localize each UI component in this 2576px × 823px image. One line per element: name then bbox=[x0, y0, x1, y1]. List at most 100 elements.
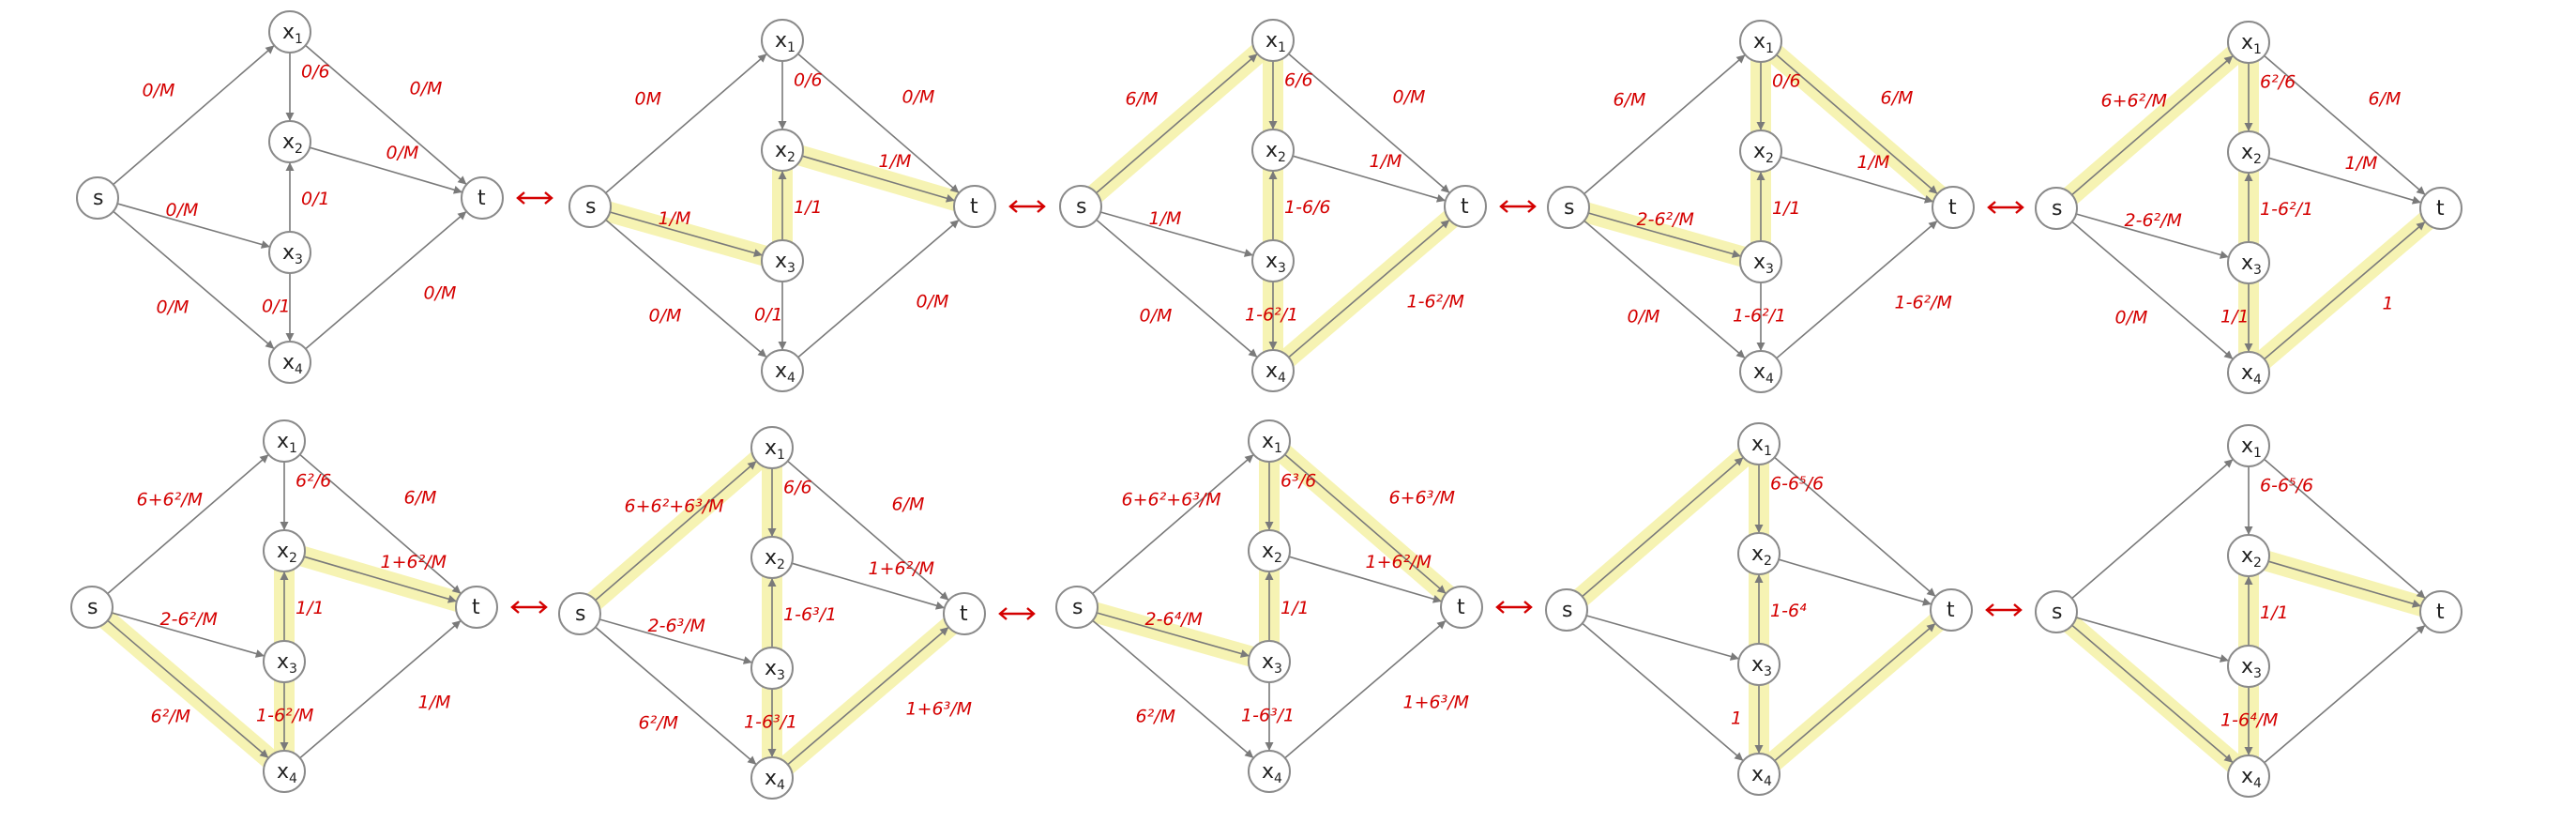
edge-s-x1 bbox=[2071, 54, 2234, 196]
node-label: x1 bbox=[2241, 31, 2262, 57]
node-label-main: x bbox=[277, 650, 289, 674]
node-label: x1 bbox=[1265, 29, 1286, 55]
arrowhead-s-x1 bbox=[1735, 54, 1746, 64]
edge-x4-t bbox=[1288, 219, 1450, 358]
edge-label-x3-x2: 1/1 bbox=[794, 197, 823, 218]
node-x3: x3 bbox=[1248, 640, 1291, 683]
edge-label-x3-x2: 1-6⁴ bbox=[1770, 601, 1807, 621]
node-label-main: x bbox=[277, 760, 289, 784]
arrowhead-x4-t bbox=[949, 220, 960, 229]
node-circle bbox=[70, 586, 114, 629]
node-x2: x2 bbox=[1737, 532, 1780, 575]
node-x3: x3 bbox=[2227, 645, 2270, 688]
edge-x4-t bbox=[299, 619, 462, 759]
arrowhead-x2-t bbox=[1432, 594, 1442, 603]
arrowhead-x1-t bbox=[2416, 186, 2426, 195]
edge-s-x4 bbox=[605, 219, 767, 358]
edge-group bbox=[107, 453, 462, 759]
edge-label-x1-t: 0/M bbox=[1393, 87, 1426, 108]
arrowhead-x1-x2 bbox=[2244, 123, 2253, 131]
node-circle bbox=[263, 529, 306, 572]
edge-s-x3 bbox=[599, 618, 753, 663]
arrow-head-left bbox=[1987, 201, 1996, 214]
node-label-sub: 2 bbox=[1764, 554, 1772, 569]
edge-x4-t bbox=[2264, 221, 2426, 360]
node-circle bbox=[268, 231, 311, 274]
arrowhead-s-x1 bbox=[1734, 457, 1744, 466]
node-label-main: x bbox=[775, 29, 787, 53]
edge-label-x4-t: 1 bbox=[2383, 294, 2394, 314]
edge-x2-t bbox=[303, 556, 458, 602]
arrowhead-x1-t bbox=[2416, 589, 2426, 599]
edge-label-group: 6-6⁵/61-6⁴1 bbox=[1731, 474, 1824, 729]
node-x3: x3 bbox=[1739, 240, 1782, 283]
edge-label-x3-x2: 1/1 bbox=[1280, 598, 1310, 618]
edge-label-x1-t: 6+6³/M bbox=[1389, 488, 1456, 509]
node-label-sub: 3 bbox=[777, 668, 785, 683]
equivalence-arrow-7 bbox=[998, 607, 1036, 620]
node-circle bbox=[1545, 588, 1588, 632]
node-x4: x4 bbox=[1251, 349, 1295, 392]
edge-s-x4 bbox=[107, 619, 269, 759]
edge-label-x1-x2: 0/6 bbox=[1772, 71, 1801, 92]
node-label-main: x bbox=[2241, 765, 2253, 788]
node-circle bbox=[1251, 129, 1295, 172]
node-x1: x1 bbox=[1248, 419, 1291, 463]
node-label: t bbox=[960, 602, 968, 626]
node-label-main: t bbox=[2436, 601, 2445, 624]
edge-x1-t bbox=[305, 44, 467, 186]
arrow-head-left bbox=[516, 191, 525, 205]
arrowhead-x1-t bbox=[1926, 587, 1936, 597]
edge-x2-t bbox=[1778, 558, 1932, 605]
node-label-sub: 1 bbox=[1278, 40, 1286, 55]
node-label-main: t bbox=[477, 187, 486, 210]
arrow-head-right bbox=[544, 191, 553, 205]
node-label: x2 bbox=[277, 540, 297, 566]
edge-label-s-x4: 6²/M bbox=[1136, 707, 1176, 727]
node-label-sub: 2 bbox=[1274, 551, 1282, 566]
node-label: x1 bbox=[2241, 434, 2262, 461]
node-label: t bbox=[1457, 596, 1465, 619]
arrowhead-x2-t bbox=[934, 601, 945, 610]
node-circle bbox=[1739, 20, 1782, 63]
arrow-head-right bbox=[1523, 601, 1533, 614]
edge-label-x1-x2: 6²/6 bbox=[2260, 72, 2296, 93]
node-x1: x1 bbox=[1251, 19, 1295, 62]
edge-label-s-x1: 6+6²+6³/M bbox=[625, 496, 724, 517]
node-x1: x1 bbox=[268, 10, 311, 53]
node-label-main: x bbox=[2241, 434, 2253, 458]
node-label-sub: 4 bbox=[1274, 771, 1282, 786]
edge-label-x1-x2: 6-6⁵/6 bbox=[2260, 476, 2313, 496]
node-x4: x4 bbox=[761, 349, 804, 392]
arrowhead-x3-x2 bbox=[285, 162, 295, 171]
node-label-main: x bbox=[2241, 251, 2253, 275]
node-label-sub: 1 bbox=[777, 448, 785, 463]
node-x4: x4 bbox=[750, 756, 794, 800]
node-label-main: x bbox=[1751, 653, 1764, 677]
node-label-main: s bbox=[87, 596, 98, 619]
node-label: x2 bbox=[2241, 544, 2262, 571]
arrow-head-right bbox=[2015, 201, 2024, 214]
node-label-sub: 2 bbox=[1765, 151, 1774, 166]
node-circle bbox=[2035, 187, 2078, 230]
node-label: s bbox=[1072, 596, 1083, 619]
node-circle bbox=[761, 129, 804, 172]
arrowhead-s-x1 bbox=[747, 461, 757, 470]
arrowhead-x1-t bbox=[1928, 185, 1938, 194]
arrowhead-s-x3 bbox=[1243, 249, 1253, 257]
edge-label-x1-t: 6/M bbox=[892, 495, 925, 515]
arrowhead-x3-x4 bbox=[1268, 342, 1278, 350]
edge-s-x4 bbox=[1092, 619, 1254, 759]
edge-label-group: 6/M6/60/M1/M1/M1-6/61-6²/10/M1-6²/M bbox=[1126, 70, 1464, 327]
node-circle bbox=[2419, 590, 2462, 633]
arrowhead-s-x3 bbox=[254, 649, 265, 658]
node-label: t bbox=[1461, 195, 1469, 219]
edge-x4-t bbox=[1776, 220, 1938, 359]
edge-label-x1-t: 6/M bbox=[404, 488, 437, 509]
node-label: x1 bbox=[1262, 430, 1282, 456]
node-t: t bbox=[1440, 586, 1483, 629]
